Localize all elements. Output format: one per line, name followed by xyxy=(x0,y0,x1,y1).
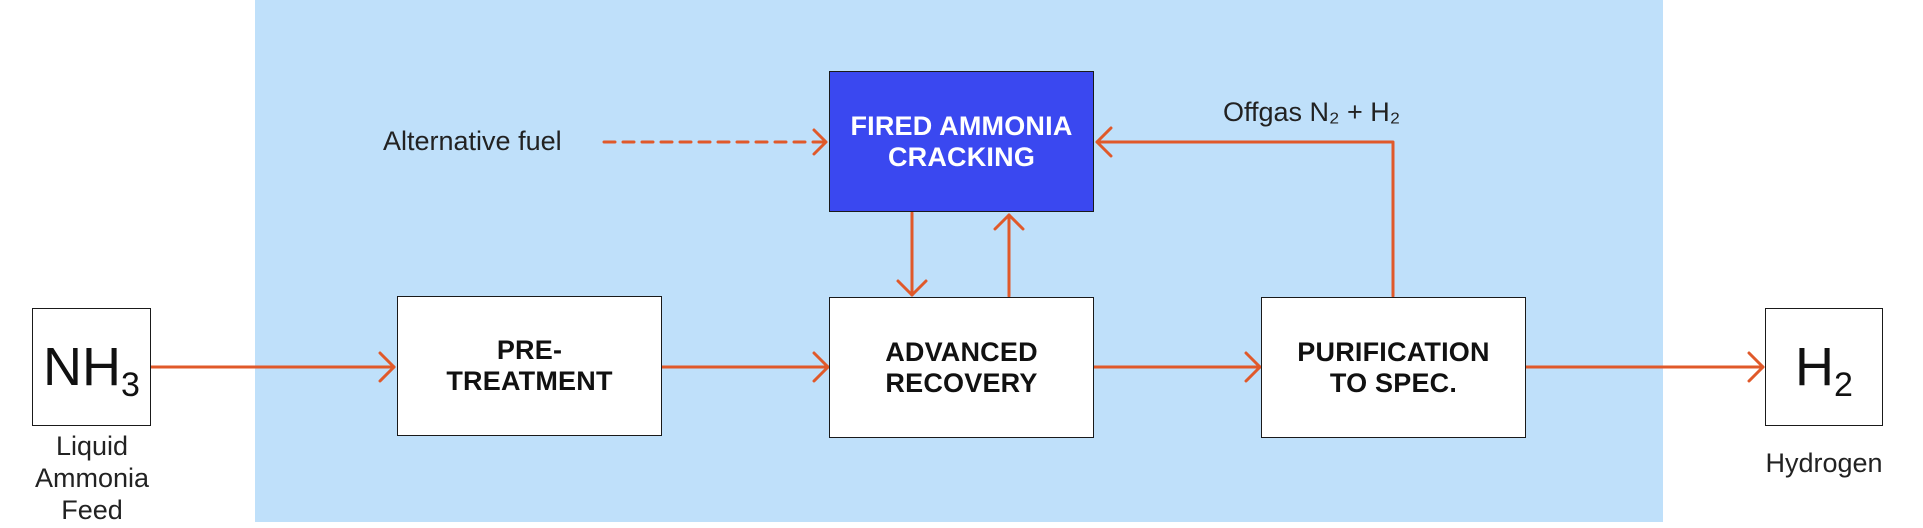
fired-ammonia-cracking-box: FIRED AMMONIA CRACKING xyxy=(829,71,1094,212)
offgas-recycle-arrow xyxy=(1095,140,1395,298)
offgas-recycle-arrowhead xyxy=(1095,126,1113,158)
pretreatment-box: PRE- TREATMENT xyxy=(397,296,662,436)
offgas-label: Offgas N₂ + H₂ xyxy=(1223,97,1401,127)
ammonia-formula: NH xyxy=(43,337,122,397)
ammonia-feed-caption: Liquid Ammonia Feed xyxy=(12,430,172,526)
caption-line: Liquid xyxy=(55,431,129,461)
feed-to-pretreatment-arrowhead xyxy=(378,351,396,383)
recovery-to-purification-arrowhead xyxy=(1244,351,1262,383)
alternative-fuel-label: Alternative fuel xyxy=(383,126,562,156)
cracking-to-recovery-arrowhead xyxy=(896,279,928,297)
hydrogen-formula: H xyxy=(1795,337,1835,397)
ammonia-formula-subscript: 3 xyxy=(121,365,140,404)
recovery-to-cracking-arrowhead xyxy=(993,213,1025,231)
alternative-fuel-arrowhead xyxy=(812,128,828,156)
hydrogen-formula-subscript: 2 xyxy=(1834,365,1853,404)
pretreatment-to-recovery-arrowhead xyxy=(812,351,830,383)
hydrogen-caption: Hydrogen xyxy=(1765,448,1883,478)
purification-box: PURIFICATION TO SPEC. xyxy=(1261,297,1526,438)
purification-to-hydrogen-arrowhead xyxy=(1747,351,1765,383)
caption-line: Feed xyxy=(61,495,123,525)
advanced-recovery-box: ADVANCED RECOVERY xyxy=(829,297,1094,438)
caption-line: Ammonia xyxy=(34,463,150,493)
